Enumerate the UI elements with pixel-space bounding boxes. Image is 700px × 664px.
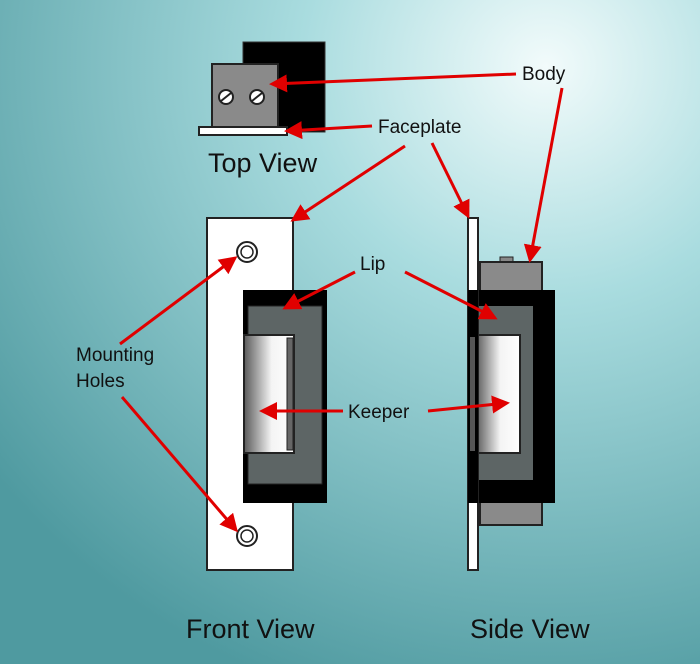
arrow-icon xyxy=(284,121,373,140)
arrow-icon xyxy=(120,396,238,533)
callout-arrows xyxy=(119,72,564,533)
side-view-strike xyxy=(467,217,555,571)
arrow-icon xyxy=(430,142,470,219)
top-view-label: Top View xyxy=(208,148,318,178)
mounting-holes-label-line2: Holes xyxy=(76,371,125,392)
arrow-icon xyxy=(404,270,498,320)
arrow-icon xyxy=(282,270,356,310)
mounting-holes-label-line1: Mounting xyxy=(76,345,154,366)
side-view-label: Side View xyxy=(470,614,590,644)
arrow-icon xyxy=(290,144,406,222)
screw-icon xyxy=(218,89,234,105)
screw-icon xyxy=(249,89,265,105)
mounting-hole-icon xyxy=(236,241,258,263)
body-label: Body xyxy=(522,64,566,85)
top-view-strike xyxy=(198,41,326,136)
arrow-icon xyxy=(523,87,564,263)
front-view-label: Front View xyxy=(186,614,315,644)
lip-label: Lip xyxy=(360,254,385,275)
mounting-hole-icon xyxy=(236,525,258,547)
arrow-icon xyxy=(119,256,238,346)
keeper-label: Keeper xyxy=(348,402,410,423)
arrow-icon xyxy=(427,395,510,414)
front-view-strike xyxy=(206,217,327,571)
faceplate-label: Faceplate xyxy=(378,117,461,138)
arrow-icon xyxy=(269,72,517,93)
